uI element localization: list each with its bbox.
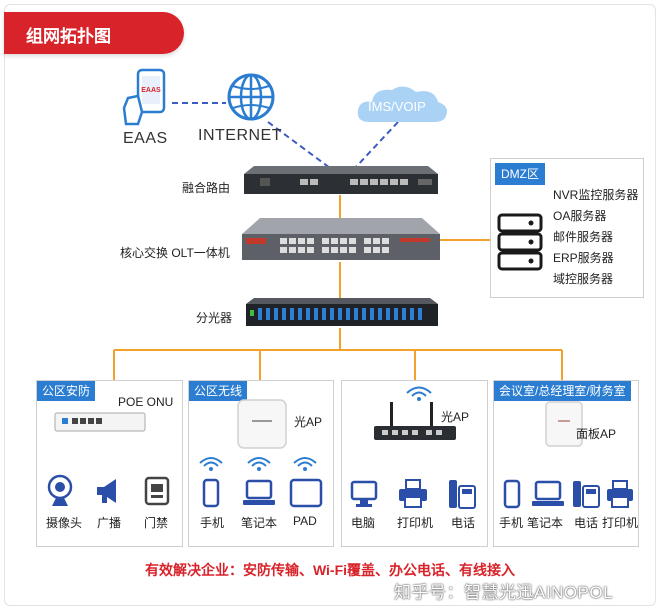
endpoint-label: 打印机 — [602, 516, 639, 530]
access-control-icon — [144, 476, 170, 506]
title-banner: 组网拓扑图 — [4, 12, 184, 54]
dmz-server-item: OA服务器 — [553, 209, 607, 223]
dmz-zone: DMZ区 NVR监控服务器 OA服务器 邮件服务器 ERP服务器 域控服务器 — [490, 158, 644, 298]
broadcast-speaker-icon — [97, 479, 116, 503]
panel-ap-label: 面板AP — [576, 427, 617, 441]
eaas-label: EAAS — [123, 130, 168, 147]
desk-phone-icon — [449, 480, 476, 509]
wifi-signal-icon — [293, 457, 317, 471]
panel-ap-icon — [545, 401, 583, 447]
desk-phone-icon — [573, 481, 600, 508]
dmz-server-list: NVR监控服务器 OA服务器 邮件服务器 ERP服务器 域控服务器 — [553, 185, 638, 290]
wireless-ap-label: 光AP — [294, 415, 323, 429]
laptop-icon — [243, 479, 275, 505]
endpoint-label: 广播 — [97, 516, 122, 530]
phone-icon — [202, 478, 220, 508]
internet-globe-icon — [227, 73, 275, 121]
zone-meeting-tag: 会议室/总经理室/财务室 — [494, 381, 631, 401]
internet-label: INTERNET — [198, 127, 282, 144]
endpoint-label: 电脑 — [351, 516, 376, 530]
poe-onu-label: POE ONU — [118, 395, 174, 409]
wifi-signal-icon — [247, 457, 271, 471]
endpoint-label: 笔记本 — [241, 516, 278, 530]
endpoint-label: 笔记本 — [527, 516, 564, 530]
zone-security: 公区安防 — [36, 380, 183, 547]
switch-label: 核心交换 OLT一体机 — [120, 246, 230, 260]
watermark-text: 知乎号：智慧光迅AINOPOL — [394, 583, 614, 602]
laptop-icon — [532, 480, 564, 506]
endpoint-label: 手机 — [200, 516, 225, 530]
dmz-tag: DMZ区 — [495, 163, 545, 185]
dmz-server-item: ERP服务器 — [553, 251, 614, 265]
dmz-server-item: 邮件服务器 — [553, 230, 614, 244]
endpoint-label: 打印机 — [397, 516, 434, 530]
wifi-signal-icon — [199, 457, 223, 471]
endpoint-label: 手机 — [499, 516, 524, 530]
endpoint-label: 摄像头 — [46, 516, 83, 530]
page-title: 组网拓扑图 — [26, 27, 111, 46]
camera-icon — [47, 474, 73, 506]
printer-icon — [607, 480, 633, 508]
ceiling-ap-icon — [237, 399, 287, 449]
endpoint-label: 电话 — [451, 516, 476, 530]
dmz-server-item: 域控服务器 — [553, 272, 614, 286]
zone-wireless-tag: 公区无线 — [189, 381, 248, 401]
eaas-phone-icon: EAAS — [122, 68, 166, 126]
core-switch-icon — [242, 218, 440, 260]
printer-icon — [399, 479, 427, 508]
optical-ap-router-icon — [374, 402, 456, 440]
poe-onu-icon — [54, 412, 146, 432]
tablet-icon — [289, 478, 323, 508]
endpoint-label: 门禁 — [144, 516, 169, 530]
router-device-icon — [244, 166, 438, 194]
zone-office — [341, 380, 488, 547]
office-ap-label: 光AP — [441, 410, 470, 424]
eaas-phone-text: EAAS — [141, 87, 161, 94]
server-rack-icon — [497, 213, 543, 271]
splitter-label: 分光器 — [196, 311, 233, 325]
splitter-icon — [246, 298, 438, 326]
cloud-label: IMS/VOIP — [368, 99, 426, 114]
endpoint-label: PAD — [293, 514, 317, 528]
desktop-computer-icon — [350, 480, 378, 507]
footer-slogan: 有效解决企业：安防传输、Wi-Fi覆盖、办公电话、有线接入 — [144, 562, 516, 578]
zone-security-tag: 公区安防 — [37, 381, 96, 401]
phone-icon — [503, 479, 521, 509]
dmz-server-item: NVR监控服务器 — [553, 188, 639, 202]
cloud-icon — [357, 86, 447, 122]
wifi-signal-icon — [406, 386, 432, 401]
endpoint-label: 电话 — [574, 516, 599, 530]
router-label: 融合路由 — [182, 181, 231, 195]
